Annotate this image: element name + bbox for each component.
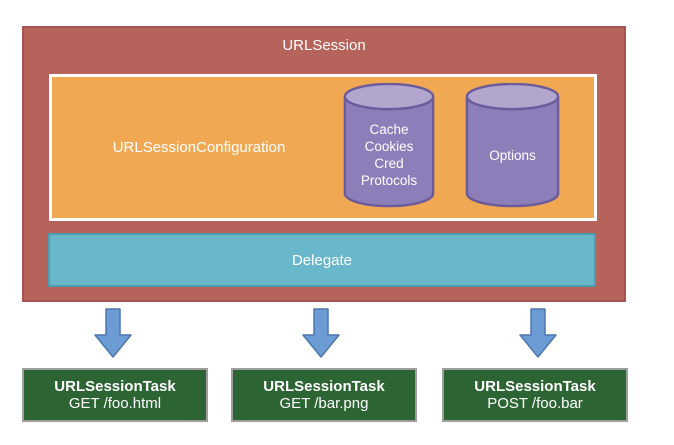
task-subtitle: POST /foo.bar xyxy=(487,395,583,412)
cylinder-line: Cred xyxy=(374,156,404,171)
delegate-label: Delegate xyxy=(291,251,353,269)
cache-cylinder-label: Cache Cookies Cred Protocols xyxy=(343,107,435,205)
cylinder-line: Protocols xyxy=(360,172,418,188)
urlsession-title: URLSession xyxy=(282,37,366,54)
task-subtitle: GET /bar.png xyxy=(279,395,369,412)
configuration-label: URLSessionConfiguration xyxy=(112,139,286,156)
task-title: URLSessionTask xyxy=(54,377,176,395)
cylinder-line: Options xyxy=(489,147,536,163)
cylinder-icon xyxy=(343,83,435,208)
task-box: URLSessionTask POST /foo.bar xyxy=(442,368,628,422)
task-box: URLSessionTask GET /foo.html xyxy=(22,368,208,422)
cylinder-line: Cache xyxy=(369,122,409,138)
task-title: URLSessionTask xyxy=(263,377,385,395)
cylinder-icon xyxy=(465,83,560,208)
options-cylinder: Options xyxy=(465,83,560,209)
task-box: URLSessionTask GET /bar.png xyxy=(231,368,417,422)
task-title: URLSessionTask xyxy=(474,377,596,395)
cache-cylinder: Cache Cookies Cred Protocols xyxy=(343,83,435,209)
task-subtitle: GET /foo.html xyxy=(68,395,162,412)
cylinder-line: Cookies xyxy=(364,139,414,155)
options-cylinder-label: Options xyxy=(465,107,560,205)
down-arrow-icon xyxy=(301,308,341,358)
delegate-bar: Delegate xyxy=(48,233,596,287)
down-arrow-icon xyxy=(518,308,558,358)
down-arrow-icon xyxy=(93,308,133,358)
